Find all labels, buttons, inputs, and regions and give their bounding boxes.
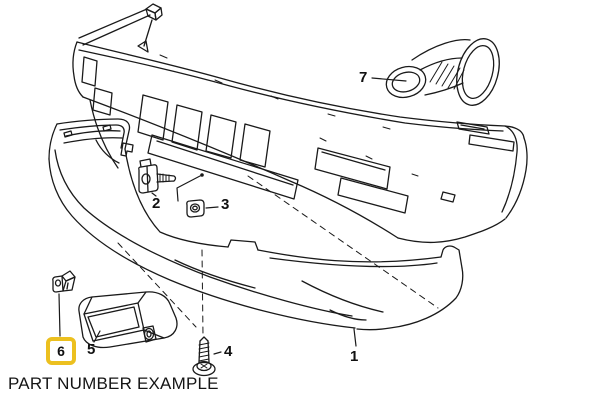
part-label-3[interactable]: 3 <box>221 196 230 213</box>
leader-lines <box>59 78 406 354</box>
assembly-dashed-lines <box>118 176 438 336</box>
highlight-clip-drawing <box>53 271 75 292</box>
bumper-cover-drawing <box>73 4 527 242</box>
fog-lamp-duct-drawing <box>79 292 177 348</box>
part-label-4[interactable]: 4 <box>224 343 233 360</box>
page-caption: PART NUMBER EXAMPLE <box>8 374 219 393</box>
screw-drawing <box>193 337 215 376</box>
part-number-highlight-box[interactable]: 6 <box>46 337 76 365</box>
nut-drawing <box>187 200 204 217</box>
part-label-7[interactable]: 7 <box>359 69 368 86</box>
part-label-6[interactable]: 6 <box>57 343 65 359</box>
front-spoiler-drawing <box>49 119 463 330</box>
part-label-1[interactable]: 1 <box>350 348 359 365</box>
clip-nut-drawing <box>139 159 176 193</box>
part-label-5[interactable]: 5 <box>87 341 96 358</box>
part-label-2[interactable]: 2 <box>152 195 161 212</box>
brake-air-duct-drawing <box>383 34 506 110</box>
